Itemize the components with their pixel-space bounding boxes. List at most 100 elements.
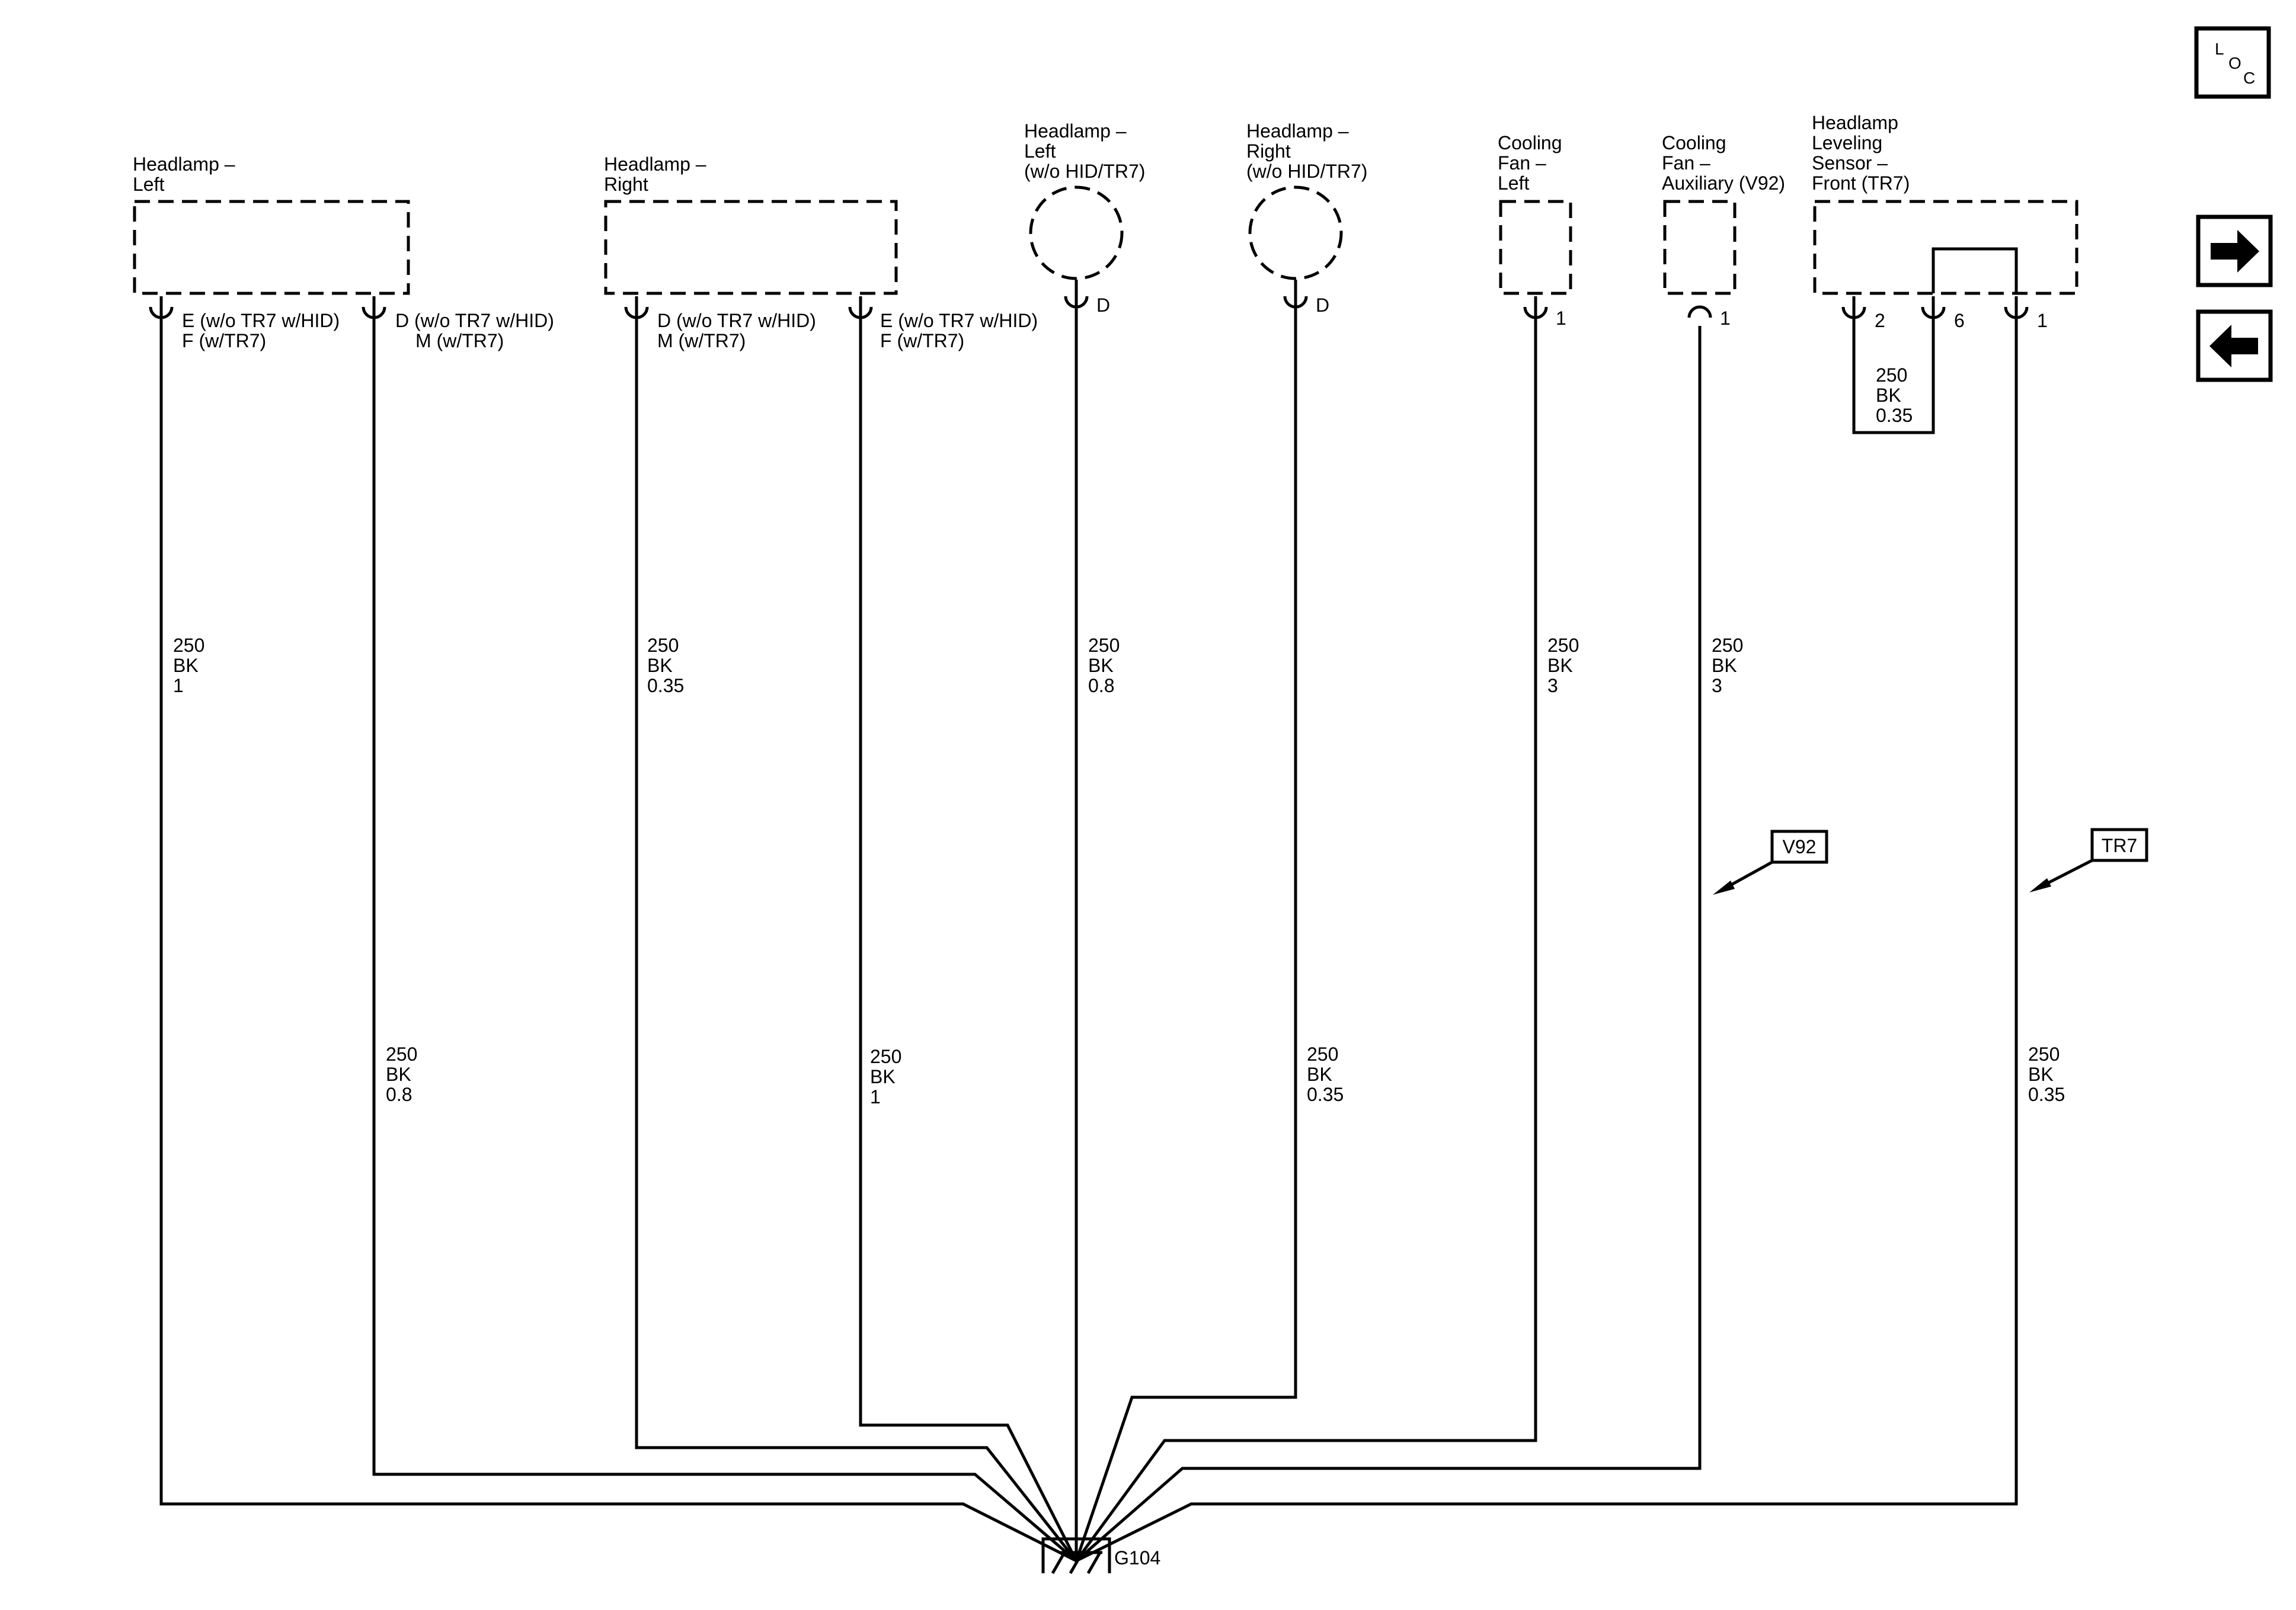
next-page-button[interactable]: [2196, 215, 2273, 287]
pin-label: F (w/TR7): [880, 330, 964, 351]
wires: [159, 308, 2018, 1563]
component-title: Cooling: [1662, 132, 1726, 153]
component-title: Headlamp –: [1024, 120, 1127, 142]
pin-label: 2: [1875, 310, 1885, 331]
option-callout-tr7[interactable]: TR7: [2029, 828, 2148, 892]
pin-labels: E (w/o TR7 w/HID) F (w/TR7) D (w/o TR7 w…: [182, 295, 2048, 351]
component-title: Headlamp –: [133, 153, 235, 175]
wire-8: [1075, 344, 1702, 1562]
component-title: Fan –: [1498, 152, 1546, 174]
wire-label: 0.8: [386, 1084, 412, 1105]
pin-label: D (w/o TR7 w/HID): [657, 310, 816, 331]
component-title: Left: [1024, 140, 1056, 162]
wire-label: 250: [386, 1044, 417, 1065]
component-title: (w/o HID/TR7): [1024, 161, 1145, 182]
component-cooling-fan-left[interactable]: Cooling Fan – Left: [1498, 132, 1572, 295]
component-headlamp-right[interactable]: Headlamp – Right: [604, 153, 898, 295]
wire-label: 250: [2028, 1044, 2060, 1065]
component-title: Fan –: [1662, 152, 1710, 174]
option-label: V92: [1783, 836, 1817, 857]
component-headlamp-right-no-hid[interactable]: Headlamp – Right (w/o HID/TR7): [1246, 120, 1367, 280]
pin-label: M (w/TR7): [415, 330, 504, 351]
component-title: Headlamp: [1812, 112, 1898, 133]
component-headlamp-left[interactable]: Headlamp – Left: [133, 153, 410, 295]
component-title: Right: [604, 174, 648, 195]
component-title: Auxiliary (V92): [1662, 172, 1785, 194]
pin-label: 1: [1720, 308, 1731, 329]
wire-label: 250: [1547, 635, 1579, 656]
wire-label: BK: [647, 655, 673, 676]
wire-label: BK: [1712, 655, 1737, 676]
wire-label: BK: [1876, 385, 1901, 406]
wire-label: 250: [173, 635, 204, 656]
wire-label: BK: [386, 1064, 411, 1085]
pin-label: D: [1096, 295, 1110, 316]
wire-jumper: [1852, 318, 1935, 434]
ground-g104[interactable]: G104: [1041, 1537, 1160, 1574]
pin-label: 6: [1954, 310, 1965, 331]
wire-label: 3: [1712, 675, 1722, 696]
wire-label: BK: [1547, 655, 1573, 676]
wire-label: 250: [647, 635, 679, 656]
pin-label: 1: [2037, 310, 2048, 331]
component-title: Right: [1246, 140, 1291, 162]
wire-label: BK: [1307, 1064, 1332, 1085]
wire-label: 3: [1547, 675, 1558, 696]
wire-label: 1: [173, 675, 184, 696]
ground-label: G104: [1114, 1547, 1160, 1569]
pin-label: E (w/o TR7 w/HID): [880, 310, 1038, 331]
arrow-left-icon: [2209, 325, 2258, 367]
wire-label: 0.8: [1088, 675, 1114, 696]
component-title: Sensor –: [1812, 152, 1888, 174]
component-title: Headlamp –: [1246, 120, 1349, 142]
callout-arrowhead: [1713, 881, 1735, 895]
component-title: Left: [1498, 172, 1529, 194]
wire-6: [1075, 308, 1297, 1561]
component-title: Cooling: [1498, 132, 1562, 153]
wire-label: 250: [1088, 635, 1120, 656]
pin-label: M (w/TR7): [657, 330, 746, 351]
pin-label: F (w/TR7): [182, 330, 266, 351]
pin-label: D (w/o TR7 w/HID): [395, 310, 554, 331]
wire-label: BK: [2028, 1064, 2054, 1085]
wire-label: 0.35: [1876, 405, 1913, 426]
loc-button[interactable]: L O C: [2194, 26, 2271, 99]
component-title: (w/o HID/TR7): [1246, 161, 1367, 182]
option-label: TR7: [2102, 835, 2137, 856]
wire-9: [1075, 318, 2018, 1563]
arrow-right-icon: [2211, 230, 2259, 273]
component-cooling-fan-auxiliary[interactable]: Cooling Fan – Auxiliary (V92): [1662, 132, 1785, 295]
ground-bracket: [1041, 1537, 1111, 1573]
wire-label: 250: [870, 1046, 901, 1067]
loc-letter: L: [2215, 40, 2224, 58]
pin-label: 1: [1556, 308, 1566, 329]
wire-3: [635, 318, 1077, 1562]
wire-label: BK: [1088, 655, 1114, 676]
component-title: Front (TR7): [1812, 172, 1910, 194]
wire-label: BK: [870, 1066, 896, 1087]
wire-label: 250: [1712, 635, 1743, 656]
loc-letter: C: [2243, 69, 2255, 87]
component-headlamp-left-no-hid[interactable]: Headlamp – Left (w/o HID/TR7): [1024, 120, 1145, 280]
wire-label: BK: [173, 655, 199, 676]
wire-label: 0.35: [647, 675, 684, 696]
wire-2: [372, 318, 1077, 1562]
wire-label: 0.35: [1307, 1084, 1344, 1105]
component-title: Headlamp –: [604, 153, 706, 175]
wire-7: [1075, 318, 1537, 1562]
wire-label: 1: [870, 1086, 881, 1108]
component-title: Leveling: [1812, 132, 1882, 153]
option-callout-v92[interactable]: V92: [1713, 830, 1828, 895]
loc-letter: O: [2228, 54, 2241, 72]
wire-4: [859, 318, 1078, 1562]
previous-page-button[interactable]: [2196, 309, 2273, 382]
wire-label: 250: [1876, 364, 1907, 386]
wire-label: 250: [1307, 1044, 1338, 1065]
pin-label: D: [1316, 295, 1329, 316]
connector-pins: [149, 280, 2029, 344]
component-headlamp-leveling-sensor[interactable]: Headlamp Leveling Sensor – Front (TR7): [1812, 112, 2078, 295]
wire-labels: 250 BK 1 250 BK 0.8 250 BK 0.35 250 BK 1…: [173, 364, 2065, 1108]
callout-arrowhead: [2029, 878, 2051, 892]
wire-label: 0.35: [2028, 1084, 2065, 1105]
